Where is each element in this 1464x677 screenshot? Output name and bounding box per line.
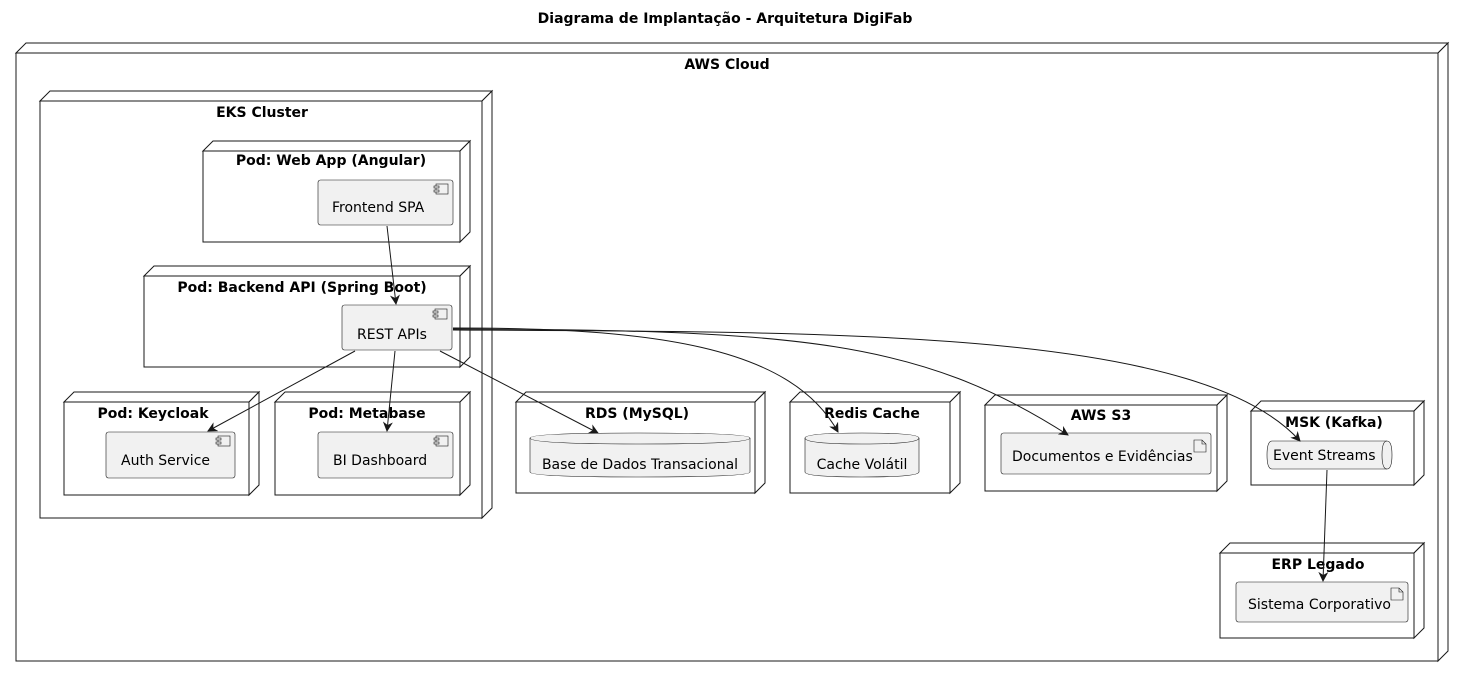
component-icon xyxy=(433,183,449,195)
node-erp-legado-label: ERP Legado xyxy=(1271,557,1364,573)
edges xyxy=(207,225,1329,582)
edge-rest-to-docs xyxy=(452,328,1069,436)
node-eks-cluster-label: EKS Cluster xyxy=(216,105,308,121)
component-auth-service[interactable]: Auth Service xyxy=(105,431,236,479)
component-icon xyxy=(433,435,449,447)
diagram-title: Diagrama de Implantação - Arquitetura Di… xyxy=(538,11,913,27)
component-icon xyxy=(215,435,231,447)
artifact-icon xyxy=(1390,587,1404,601)
edge-rest-to-db xyxy=(439,350,599,434)
node-pod-backend-api: Pod: Backend API (Spring Boot) xyxy=(142,264,472,369)
database-base-de-dados-label: Base de Dados Transacional xyxy=(542,457,738,473)
node-pod-keycloak-label: Pod: Keycloak xyxy=(97,406,209,422)
artifact-sistema-corporativo[interactable]: Sistema Corporativo xyxy=(1235,581,1409,623)
component-frontend-spa-label: Frontend SPA xyxy=(332,200,425,216)
component-rest-apis[interactable]: REST APIs xyxy=(341,304,453,351)
node-pod-web-app-label: Pod: Web App (Angular) xyxy=(236,153,426,169)
node-aws-s3-label: AWS S3 xyxy=(1071,408,1131,424)
database-base-de-dados[interactable]: Base de Dados Transacional xyxy=(529,432,751,478)
queue-event-streams-label: Event Streams xyxy=(1273,448,1376,464)
component-frontend-spa[interactable]: Frontend SPA xyxy=(317,179,454,226)
component-bi-dashboard-label: BI Dashboard xyxy=(333,453,427,469)
artifact-documentos[interactable]: Documentos e Evidências xyxy=(1000,432,1212,475)
database-cache-volatil[interactable]: Cache Volátil xyxy=(804,432,920,478)
node-msk-kafka-label: MSK (Kafka) xyxy=(1285,415,1383,431)
node-aws-cloud-label: AWS Cloud xyxy=(684,57,769,73)
edge-frontend-to-rest xyxy=(386,225,400,305)
node-rds-mysql-label: RDS (MySQL) xyxy=(585,406,689,422)
edge-rest-to-auth xyxy=(207,350,356,432)
edge-streams-to-corp xyxy=(1318,469,1329,582)
artifact-sistema-corporativo-label: Sistema Corporativo xyxy=(1248,597,1391,613)
edge-rest-to-bi xyxy=(382,350,396,432)
database-cache-volatil-label: Cache Volátil xyxy=(817,457,908,473)
component-bi-dashboard[interactable]: BI Dashboard xyxy=(317,431,454,479)
node-redis-cache-label: Redis Cache xyxy=(824,406,920,422)
component-auth-service-label: Auth Service xyxy=(121,453,210,469)
artifact-documentos-label: Documentos e Evidências xyxy=(1012,449,1193,465)
node-pod-metabase-label: Pod: Metabase xyxy=(308,406,425,422)
queue-event-streams[interactable]: Event Streams xyxy=(1266,440,1393,470)
component-icon xyxy=(432,308,448,320)
edge-rest-to-streams xyxy=(452,329,1301,442)
component-rest-apis-label: REST APIs xyxy=(357,327,427,343)
node-pod-backend-api-label: Pod: Backend API (Spring Boot) xyxy=(177,280,426,296)
artifact-icon xyxy=(1193,439,1207,453)
